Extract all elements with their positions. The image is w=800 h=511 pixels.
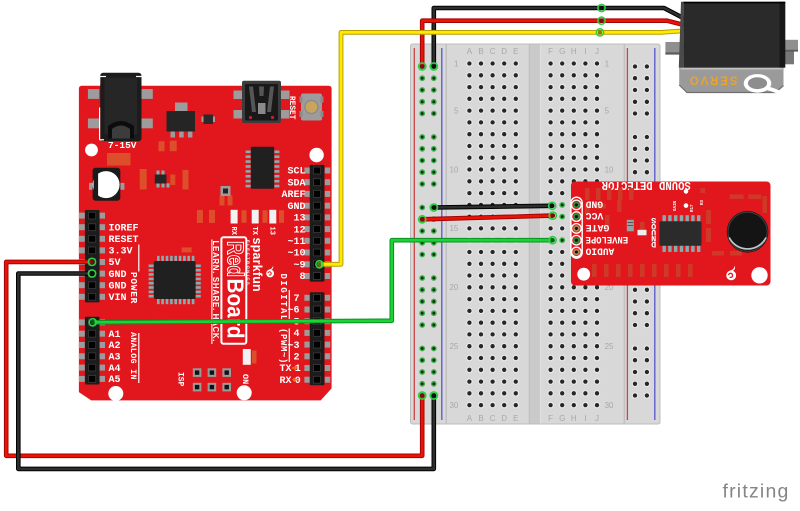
svg-text:VIN: VIN	[109, 293, 127, 304]
svg-text:SCL: SCL	[287, 167, 305, 178]
svg-text:A3: A3	[109, 353, 121, 364]
svg-text:~10: ~10	[287, 249, 305, 260]
svg-text:J: J	[595, 414, 599, 423]
svg-text:8: 8	[299, 272, 305, 283]
svg-text:DIGITAL: DIGITAL	[278, 274, 288, 322]
svg-text:GND: GND	[287, 202, 305, 213]
svg-text:H: H	[571, 47, 577, 56]
svg-text:N: N	[651, 233, 656, 243]
svg-text:SDA: SDA	[287, 178, 305, 189]
svg-text:O: O	[651, 221, 656, 231]
svg-text:SOUND DETECTOR: SOUND DETECTOR	[601, 178, 691, 192]
svg-text:I: I	[584, 414, 586, 423]
svg-text:~9: ~9	[293, 261, 305, 272]
svg-text:4: 4	[293, 329, 299, 340]
svg-text:10: 10	[449, 165, 458, 174]
svg-text:~3: ~3	[287, 341, 299, 352]
svg-text:E: E	[513, 47, 518, 56]
svg-text:U: U	[651, 227, 656, 237]
svg-text:25: 25	[449, 342, 458, 351]
svg-text:G: G	[559, 47, 565, 56]
svg-text:D: D	[651, 239, 656, 249]
svg-text:AREF: AREF	[281, 190, 305, 201]
svg-text:POWER: POWER	[128, 272, 139, 304]
svg-text:RESET: RESET	[109, 235, 139, 246]
svg-text:20: 20	[449, 283, 458, 292]
svg-text:H: H	[571, 414, 577, 423]
svg-text:LEARN. SHARE. HACK.: LEARN. SHARE. HACK.	[211, 241, 220, 342]
svg-text:A2: A2	[109, 341, 121, 352]
svg-text:5: 5	[605, 106, 610, 115]
svg-text:Red: Red	[222, 241, 248, 277]
svg-text:fritzing: fritzing	[723, 481, 790, 503]
svg-text:30: 30	[449, 401, 458, 410]
svg-text:7: 7	[293, 294, 299, 305]
svg-text:15: 15	[449, 224, 458, 233]
svg-text:D: D	[501, 414, 507, 423]
svg-text:A: A	[467, 414, 473, 423]
svg-text:13: 13	[268, 227, 276, 235]
svg-text:TX: TX	[250, 227, 258, 236]
svg-text:B: B	[478, 414, 483, 423]
svg-text:1: 1	[605, 59, 610, 68]
svg-text:20: 20	[605, 283, 614, 292]
svg-text:I: I	[584, 47, 586, 56]
svg-text:ANALOG IN: ANALOG IN	[128, 332, 138, 380]
svg-text:RX: RX	[279, 376, 291, 387]
svg-text:GATE: GATE	[586, 221, 610, 233]
svg-text:ELECTRONICS: ELECTRONICS	[246, 240, 251, 286]
svg-text:C: C	[490, 414, 496, 423]
svg-text:ISP: ISP	[176, 372, 185, 387]
svg-text:A5: A5	[109, 375, 121, 386]
svg-text:(PWM~): (PWM~)	[278, 328, 288, 364]
svg-text:G: G	[559, 414, 565, 423]
svg-text:5: 5	[454, 106, 459, 115]
svg-text:GND: GND	[586, 198, 604, 210]
svg-text:IOREF: IOREF	[109, 223, 139, 234]
svg-text:10: 10	[605, 165, 614, 174]
svg-text:12: 12	[293, 225, 305, 236]
svg-text:5V: 5V	[109, 258, 121, 269]
svg-text:J: J	[595, 47, 599, 56]
svg-text:2: 2	[293, 353, 299, 364]
svg-text:~11: ~11	[287, 237, 305, 248]
svg-text:E: E	[513, 414, 518, 423]
svg-text:D: D	[501, 47, 507, 56]
svg-text:B: B	[478, 47, 483, 56]
svg-text:RESET: RESET	[287, 96, 295, 120]
svg-text:A1: A1	[109, 330, 121, 341]
svg-text:sparkfun: sparkfun	[250, 238, 264, 292]
svg-text:25: 25	[605, 342, 614, 351]
svg-text:R17: R17	[691, 204, 695, 212]
svg-text:A: A	[467, 47, 473, 56]
svg-text:TX: TX	[279, 364, 291, 375]
svg-text:Board: Board	[222, 279, 248, 339]
svg-text:S: S	[651, 215, 656, 225]
svg-text:13: 13	[293, 214, 305, 225]
svg-text:VCC: VCC	[585, 209, 603, 221]
svg-text:F: F	[548, 414, 553, 423]
svg-text:R3: R3	[701, 199, 705, 205]
svg-text:30: 30	[605, 401, 614, 410]
svg-text:C: C	[490, 47, 496, 56]
svg-text:GND: GND	[109, 281, 127, 292]
svg-text:RX: RX	[229, 227, 237, 236]
svg-text:AUDIO: AUDIO	[586, 245, 615, 257]
svg-text:3.3V: 3.3V	[109, 247, 133, 258]
svg-text:~6: ~6	[287, 306, 299, 317]
svg-text:GAIN: GAIN	[674, 200, 678, 211]
svg-text:GND: GND	[109, 270, 127, 281]
svg-text:7-15V: 7-15V	[108, 140, 137, 151]
svg-text:ENVELOPE: ENVELOPE	[586, 233, 629, 245]
svg-text:F: F	[548, 47, 553, 56]
svg-text:ON: ON	[240, 374, 250, 384]
svg-text:1: 1	[295, 364, 301, 375]
svg-text:A4: A4	[109, 364, 121, 375]
svg-text:1: 1	[454, 59, 459, 68]
svg-text:SERVO: SERVO	[688, 73, 738, 85]
svg-text:0: 0	[295, 376, 301, 387]
